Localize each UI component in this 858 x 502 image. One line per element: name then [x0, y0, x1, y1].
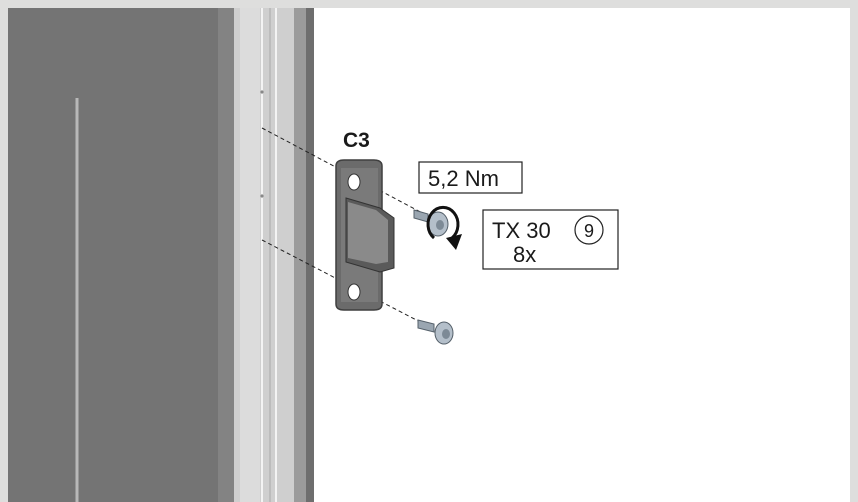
frame-profile-highlight [240, 8, 260, 502]
door-panel-edge [218, 8, 234, 502]
torque-value: 5,2 Nm [428, 166, 499, 191]
screw-upper [413, 209, 449, 237]
tool-bit: TX 30 [492, 218, 551, 243]
screw-count: 8x [513, 242, 536, 267]
rotation-arrow-icon [426, 205, 462, 250]
part-label: C3 [343, 129, 370, 152]
frame-hole-1 [260, 90, 264, 94]
striker-plate [335, 159, 395, 311]
frame-profile-dark-edge [306, 8, 314, 502]
door-panel [8, 8, 234, 502]
step-number-badge [574, 215, 604, 245]
torque-callout: 5,2 Nm [418, 161, 523, 194]
frame-hole-2 [260, 194, 264, 198]
step-number: 9 [584, 221, 594, 241]
screw-lower [417, 319, 454, 345]
tool-callout: TX 30 8x 9 [482, 209, 619, 270]
